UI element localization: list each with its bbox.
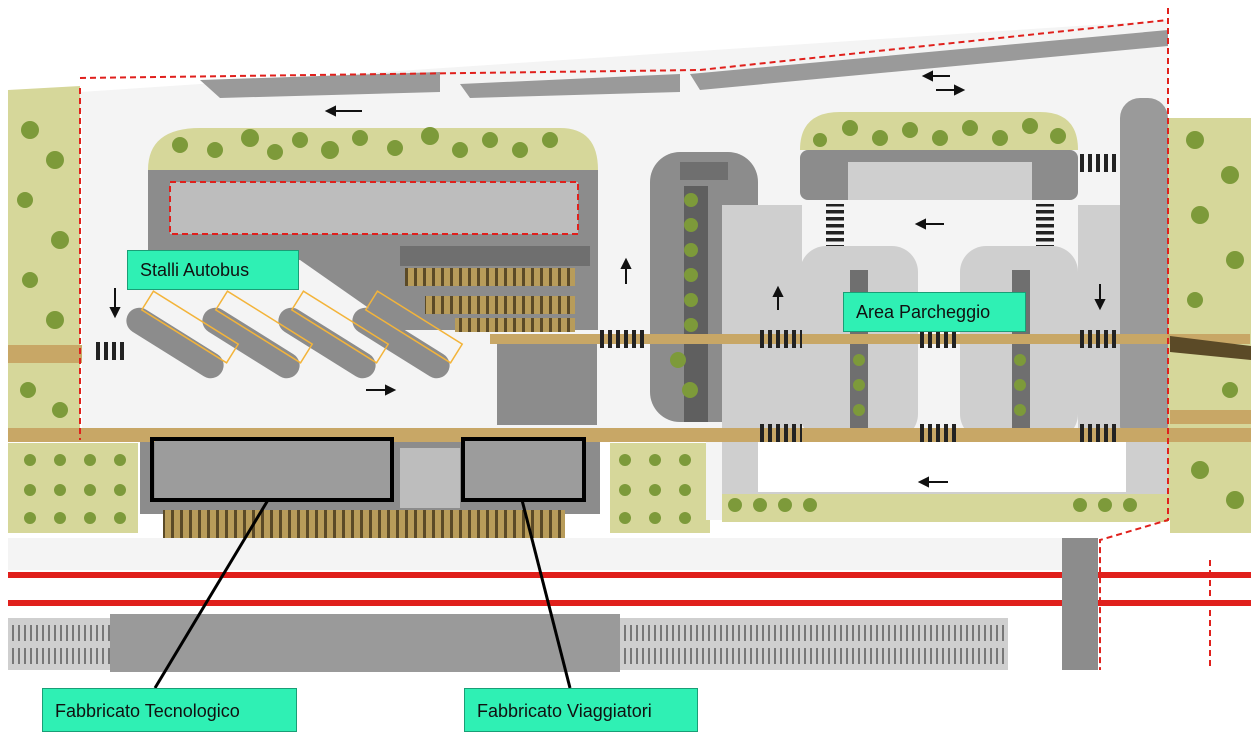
site-boundary: [79, 8, 1211, 670]
bus-stalls-label: Stalli Autobus: [127, 250, 299, 290]
technical-building-callout: [153, 499, 270, 689]
trees: [17, 118, 1244, 524]
technical-building-label: Fabbricato Tecnologico: [42, 688, 297, 732]
bus-stalls: [126, 290, 464, 379]
crosswalks: [96, 154, 1120, 442]
bus-island: [148, 128, 598, 425]
technical-building-box: [150, 437, 394, 502]
direction-arrows: [109, 70, 1106, 488]
passenger-building-callout: [520, 499, 572, 689]
passenger-building-label: Fabbricato Viaggiatori: [464, 688, 698, 732]
top-road: [80, 6, 1168, 112]
railway: [8, 538, 1251, 672]
parking-area-label: Area Parcheggio: [843, 292, 1026, 332]
callout-lines: [153, 499, 572, 689]
